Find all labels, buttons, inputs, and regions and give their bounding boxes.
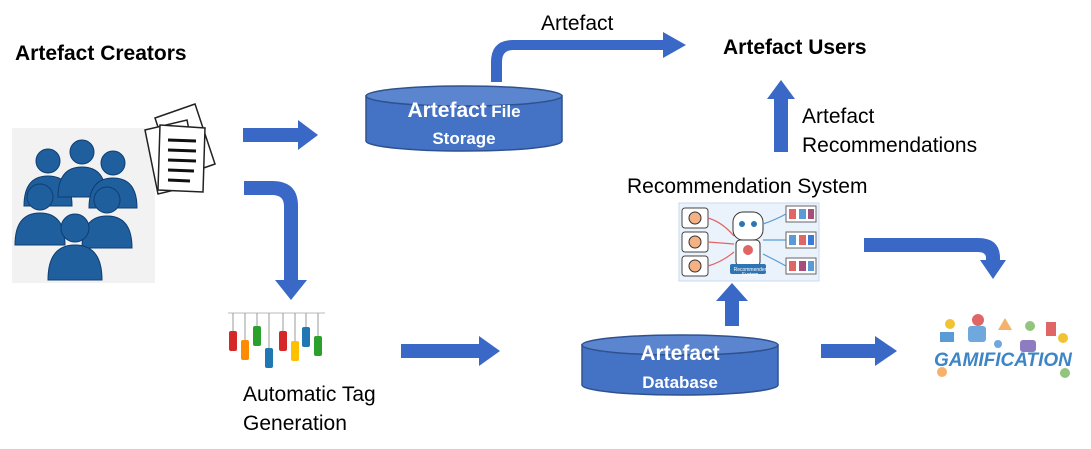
gamification-label: GAMIFICATION bbox=[934, 350, 1072, 371]
database-cylinder bbox=[581, 334, 779, 396]
tag-generation-label: Automatic Tag Generation bbox=[243, 380, 376, 438]
arrow-tags-to-database bbox=[401, 336, 500, 366]
database-label-line1: Artefact bbox=[640, 342, 720, 365]
recommendations-label: Artefact Recommendations bbox=[802, 102, 977, 160]
recommendation-system-title: Recommendation System bbox=[627, 175, 868, 198]
arrow-database-to-gamification bbox=[821, 336, 897, 366]
storage-label-line1b: File bbox=[491, 102, 521, 121]
arrow-creators-to-tags bbox=[244, 181, 307, 300]
recommendations-label-line1: Artefact bbox=[802, 105, 875, 128]
arrow-recsys-to-users bbox=[767, 80, 795, 152]
artefact-creators-title: Artefact Creators bbox=[15, 42, 187, 65]
documents-icon bbox=[144, 103, 216, 195]
database-label-line2: Database bbox=[642, 373, 718, 392]
arrow-creators-to-storage bbox=[243, 120, 318, 150]
artefact-users-title: Artefact Users bbox=[723, 36, 867, 59]
artefact-flow-label: Artefact bbox=[541, 12, 614, 35]
gamification-illustration bbox=[937, 314, 1070, 378]
tag-generation-line2: Generation bbox=[243, 412, 347, 435]
storage-label-line2: Storage bbox=[432, 129, 496, 148]
recommender-system-illustration bbox=[678, 202, 820, 282]
recommender-inner-label: Recommender System bbox=[733, 267, 767, 278]
tag-generation-line1: Automatic Tag bbox=[243, 383, 376, 406]
database-label: Artefact Database bbox=[582, 340, 778, 397]
storage-label-line1a: Artefact bbox=[407, 99, 487, 122]
tags-icon bbox=[228, 312, 325, 368]
arrow-storage-to-users bbox=[491, 32, 686, 82]
arrow-database-to-recsys bbox=[716, 283, 748, 326]
storage-label: Artefact File Storage bbox=[366, 98, 562, 153]
storage-cylinder bbox=[365, 85, 563, 152]
arrow-recsys-to-gamification bbox=[864, 238, 1006, 279]
recommendations-label-line2: Recommendations bbox=[802, 134, 978, 157]
people-group-icon bbox=[12, 128, 155, 283]
